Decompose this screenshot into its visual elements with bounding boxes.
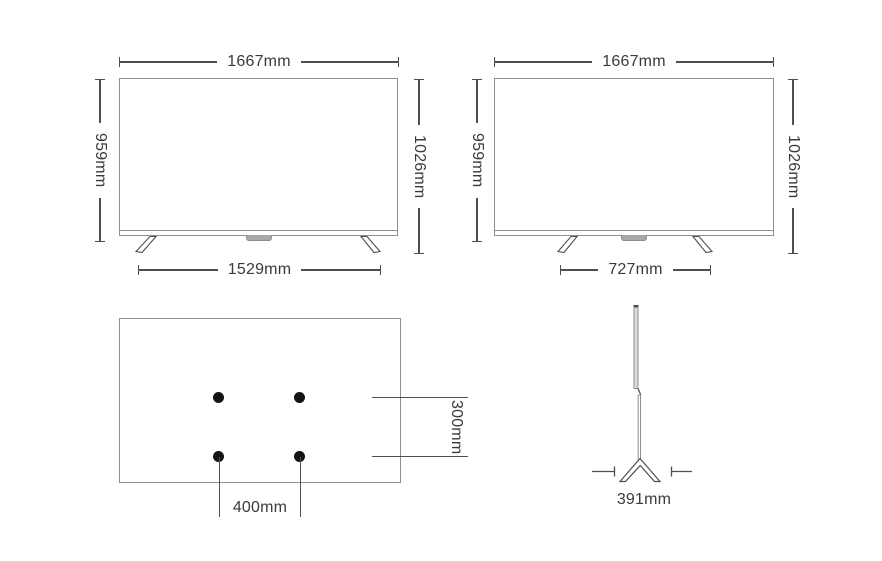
vesa-hole-top-left — [213, 392, 224, 403]
width-dimension-label: 1667mm — [227, 53, 291, 70]
panel-height-dimension: 959mm — [91, 79, 109, 243]
panel-height-dimension: 959mm — [468, 79, 486, 243]
vesa-horizontal-spacing-label: 400mm — [232, 499, 288, 516]
dim-tick — [379, 265, 382, 275]
dim-tick — [472, 79, 482, 81]
dim-line — [301, 269, 380, 271]
dim-tick — [560, 265, 562, 275]
dim-line — [99, 197, 101, 241]
stand-width-dimension: 1529mm — [138, 261, 382, 279]
profile-notch — [637, 388, 642, 396]
stand-depth-label: 391mm — [616, 491, 672, 508]
dim-line — [99, 80, 101, 124]
dim-line — [495, 61, 593, 63]
dim-tick — [788, 79, 798, 81]
dim-tick — [138, 265, 140, 275]
right-foot — [691, 235, 714, 254]
dim-line — [561, 269, 599, 271]
dim-line — [418, 80, 420, 125]
bottom-bezel-line — [495, 229, 773, 231]
total-height-dimension: 1026mm — [410, 79, 428, 255]
dim-tick — [95, 79, 105, 81]
dim-line — [672, 269, 710, 271]
dim-tick — [709, 265, 712, 275]
stand-width-dimension-label: 1529mm — [227, 261, 292, 278]
left-foot — [556, 235, 579, 254]
dim-tick — [494, 57, 496, 67]
stand-width-dimension: 727mm — [560, 261, 712, 279]
stand-foot — [618, 457, 662, 483]
panel-profile — [633, 307, 639, 389]
vesa-hole-top-right — [294, 392, 305, 403]
width-dimension: 1667mm — [494, 53, 775, 71]
tv-outline — [119, 78, 398, 241]
tv-outline — [494, 78, 774, 241]
dim-line — [675, 61, 773, 63]
dim-tick — [414, 79, 424, 81]
width-dimension: 1667mm — [119, 53, 400, 71]
logo-module — [245, 235, 272, 241]
total-height-dimension: 1026mm — [784, 79, 802, 255]
width-dimension-label: 1667mm — [602, 53, 666, 70]
vesa-hole-bottom-right — [294, 451, 305, 462]
dim-tick — [472, 240, 482, 243]
stand-neck — [637, 394, 642, 462]
dim-line — [792, 80, 794, 125]
dim-tick — [414, 252, 424, 255]
vesa-extension-line-bottom — [372, 456, 468, 458]
dim-tick — [772, 57, 775, 67]
dim-tick — [95, 240, 105, 243]
depth-dimension-lines — [592, 466, 692, 477]
logo-module — [621, 235, 647, 241]
dim-tick — [119, 57, 121, 67]
left-foot — [134, 235, 158, 254]
panel-height-dimension-label: 959mm — [469, 133, 486, 188]
dim-line — [418, 208, 420, 253]
total-height-dimension-label: 1026mm — [785, 134, 802, 199]
right-foot — [359, 235, 382, 254]
vesa-extension-line-right — [300, 457, 302, 517]
back-panel-outline — [119, 318, 401, 483]
panel-height-dimension-label: 959mm — [92, 133, 109, 188]
dim-line — [476, 197, 478, 241]
vesa-vertical-spacing-label: 300mm — [448, 400, 465, 455]
dim-line — [476, 80, 478, 124]
dim-line — [120, 61, 218, 63]
dim-tick — [788, 252, 798, 255]
vesa-extension-line-top — [372, 397, 468, 399]
bottom-bezel-line — [120, 229, 397, 231]
stand-width-dimension-label: 727mm — [608, 261, 663, 278]
dim-line — [300, 61, 398, 63]
dim-line — [139, 269, 218, 271]
vesa-extension-line-left — [219, 457, 221, 517]
top-cap — [633, 305, 639, 308]
dim-line — [792, 208, 794, 253]
vesa-hole-bottom-left — [213, 451, 224, 462]
tv-feet — [556, 235, 714, 254]
dim-tick — [397, 57, 400, 67]
tv-feet — [134, 235, 382, 254]
side-profile — [592, 305, 692, 483]
total-height-dimension-label: 1026mm — [411, 134, 428, 199]
